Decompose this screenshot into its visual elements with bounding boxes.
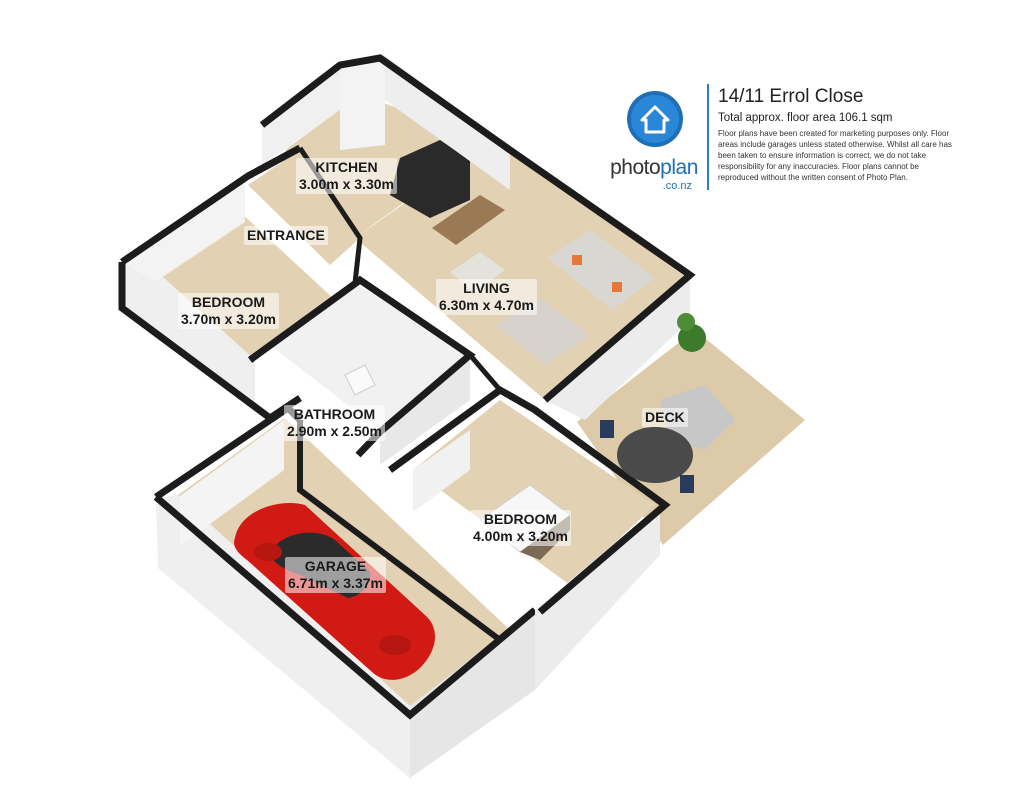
bathroom-size: 2.90m x 2.50m [287, 423, 382, 439]
entrance-floor [248, 150, 360, 265]
toilet [344, 364, 376, 396]
living-wall-face [545, 280, 690, 420]
living-wall-top [259, 54, 696, 403]
garage-size: 6.71m x 3.37m [288, 575, 383, 591]
bedroom2-label: BEDROOM 4.00m x 3.20m [470, 510, 571, 546]
partition-walls-2 [468, 353, 502, 392]
kitchen-label: KITCHEN 3.00m x 3.30m [296, 158, 397, 194]
brand-logo: photoplan .co.nz [606, 84, 702, 194]
floor-area-text: Total approx. floor area 106.1 sqm [718, 112, 893, 124]
garage-wall-front [410, 610, 535, 778]
kitchen-wall-back-2 [340, 55, 385, 150]
bedroom2-size: 4.00m x 3.20m [473, 528, 568, 544]
garage-door [180, 420, 284, 546]
header-divider [707, 84, 709, 190]
deck-name: DECK [645, 409, 685, 425]
plant [677, 313, 706, 352]
bedroom1-label: BEDROOM 3.70m x 3.20m [178, 293, 279, 329]
garage-wall-top-2 [153, 494, 538, 720]
kitchen-size: 3.00m x 3.30m [299, 176, 394, 192]
bedroom2-wall-face [535, 505, 660, 690]
bathroom-label: BATHROOM 2.90m x 2.50m [284, 405, 385, 441]
deck-table [600, 420, 694, 493]
kitchen-wall-back [262, 65, 340, 165]
living-label: LIVING 6.30m x 4.70m [436, 279, 537, 315]
entrance-name: ENTRANCE [247, 227, 325, 243]
disclaimer-text: Floor plans have been created for market… [718, 129, 952, 182]
living-size: 6.30m x 4.70m [439, 297, 534, 313]
entrance-label: ENTRANCE [244, 226, 328, 245]
bedroom1-name: BEDROOM [191, 294, 266, 310]
brand-name-part2: plan [660, 156, 698, 179]
kitchen-name: KITCHEN [315, 159, 378, 175]
bathroom-wall-face [380, 355, 470, 465]
living-name: LIVING [463, 280, 510, 296]
bedroom2-name: BEDROOM [483, 511, 558, 527]
garage-name: GARAGE [304, 558, 367, 574]
house-logo-icon [627, 91, 683, 147]
deck-label: DECK [642, 408, 688, 427]
bedroom2-wall-top [387, 385, 671, 615]
header-info: 14/11 Errol Close Total approx. floor ar… [718, 86, 958, 183]
bedroom1-size: 3.70m x 3.20m [181, 311, 276, 327]
kitchen-cabinets [390, 140, 470, 218]
brand-name-part1: photo [610, 156, 661, 179]
sofa [548, 230, 655, 310]
garage-inner-wall [297, 420, 502, 643]
bathroom-name: BATHROOM [293, 406, 376, 422]
kitchen-wall-right [385, 55, 510, 190]
garage-label: GARAGE 6.71m x 3.37m [285, 557, 386, 593]
brand-domain: .co.nz [662, 180, 692, 192]
address-title: 14/11 Errol Close [718, 86, 864, 107]
bedroom1-wall-back [122, 180, 245, 282]
wardrobe [413, 430, 470, 512]
bedroom1-wall-top [120, 144, 302, 265]
dining-table [432, 195, 505, 245]
bedroom1-wall-left [122, 262, 255, 410]
brand-name: photoplan [606, 156, 702, 180]
garage-wall-left [156, 495, 410, 778]
